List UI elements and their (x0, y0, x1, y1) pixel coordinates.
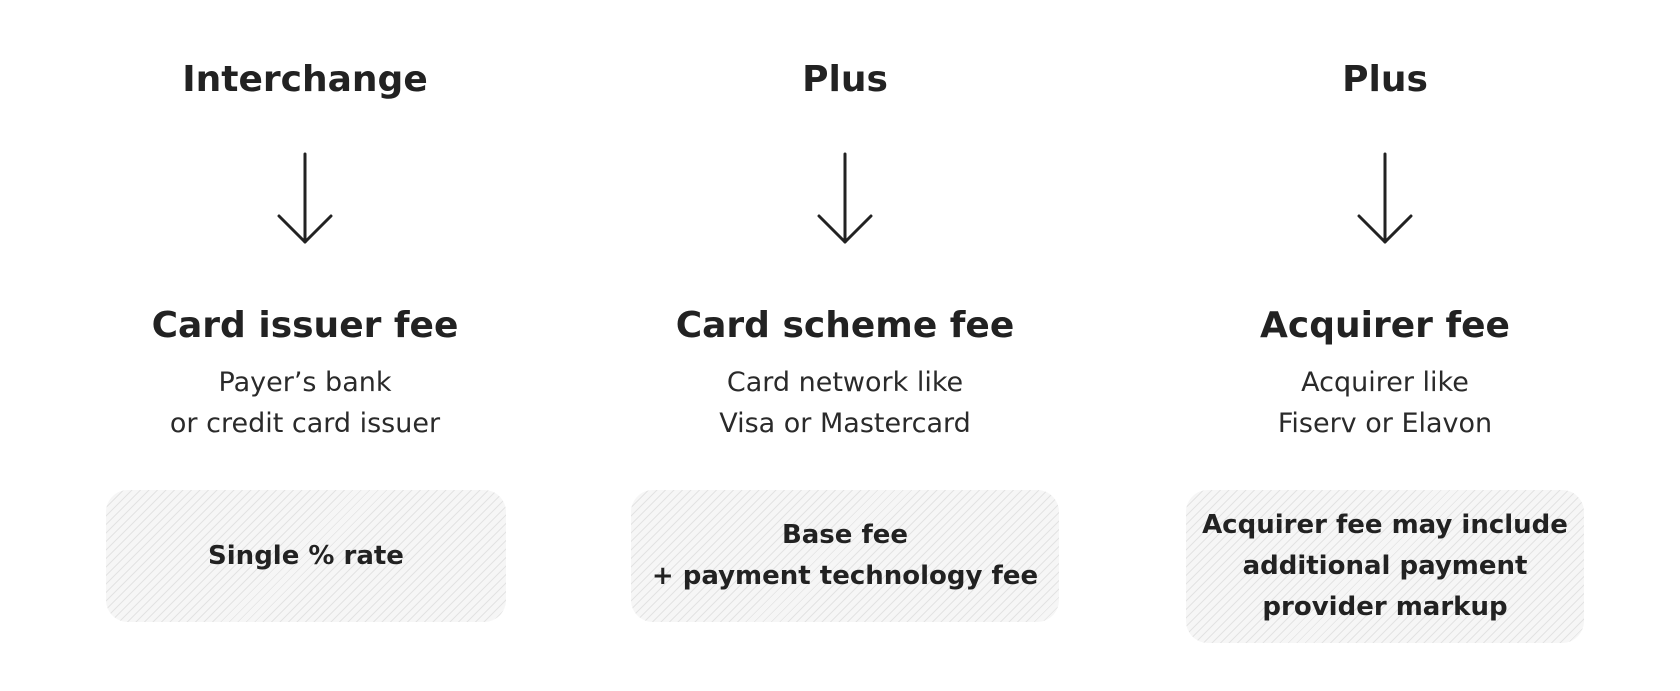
fee-detail-line: + payment technology fee (651, 561, 1039, 591)
fee-description: Acquirer like Fiserv or Elavon (1125, 362, 1645, 444)
arrow-down-icon (1357, 150, 1413, 246)
fee-title: Card scheme fee (675, 305, 1015, 346)
fee-column-acquirer: Plus Acquirer fee Acquirer like Fiserv o… (1125, 0, 1645, 691)
fee-description-line: Visa or Mastercard (719, 408, 971, 439)
fee-column-interchange: Interchange Card issuer fee Payer’s bank… (45, 0, 565, 691)
fee-description: Card network like Visa or Mastercard (585, 362, 1105, 444)
fee-description-line: Payer’s bank (218, 367, 392, 398)
arrow-down-icon (817, 150, 873, 246)
column-heading: Plus (802, 59, 888, 100)
fee-column-card-scheme: Plus Card scheme fee Card network like V… (585, 0, 1105, 691)
fee-detail-box: Single % rate (106, 490, 506, 622)
fee-detail-line: provider markup (1262, 592, 1508, 622)
column-heading: Interchange (182, 59, 428, 100)
fee-detail-box: Base fee + payment technology fee (631, 490, 1059, 622)
fee-detail-line: Single % rate (208, 540, 404, 571)
fee-detail-line: Base fee (781, 520, 909, 550)
fee-description: Payer’s bank or credit card issuer (45, 362, 565, 444)
fee-detail-line: additional payment (1242, 551, 1528, 581)
fee-description-line: Fiserv or Elavon (1277, 408, 1493, 439)
fee-title: Acquirer fee (1260, 305, 1510, 346)
fee-description-line: Acquirer like (1301, 367, 1469, 398)
arrow-down-icon (277, 150, 333, 246)
fee-title: Card issuer fee (151, 305, 459, 346)
fee-description-line: or credit card issuer (169, 408, 441, 439)
column-heading: Plus (1342, 59, 1428, 100)
fee-detail-line: Acquirer fee may include (1202, 510, 1568, 540)
fee-detail-box: Acquirer fee may include additional paym… (1186, 490, 1584, 643)
fee-description-line: Card network like (726, 367, 964, 398)
